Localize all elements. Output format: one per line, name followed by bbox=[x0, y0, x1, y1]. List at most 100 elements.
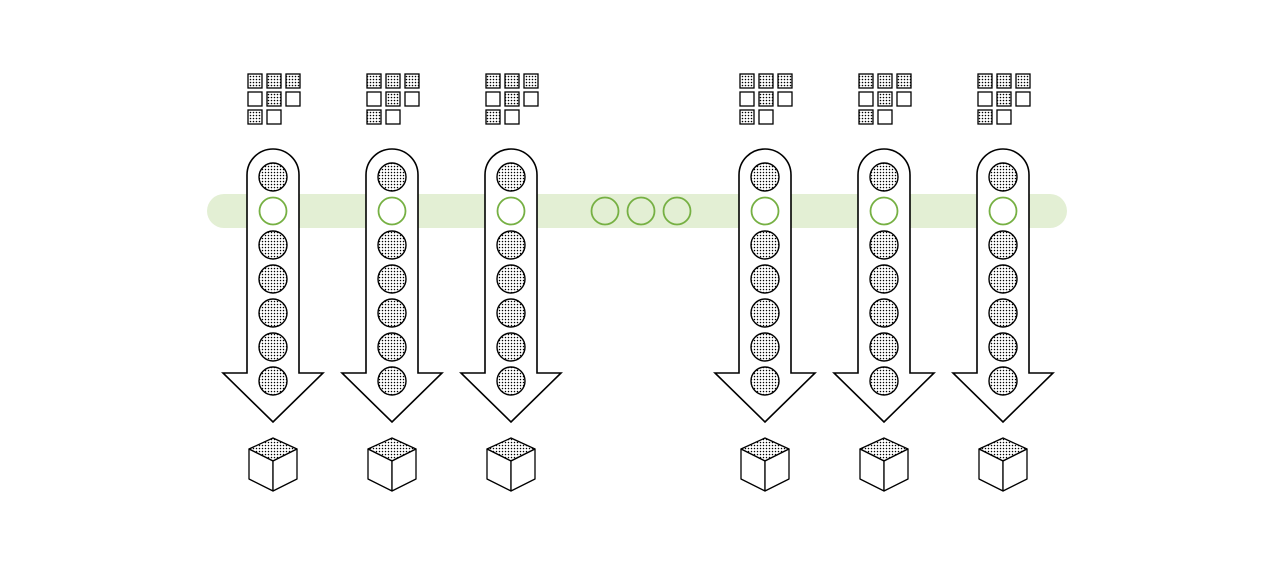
grid-cell-empty bbox=[385, 109, 401, 125]
circle-icon bbox=[496, 298, 526, 328]
cube-icon bbox=[859, 437, 909, 492]
grid-cell-filled bbox=[266, 73, 282, 89]
grid-cell-empty bbox=[777, 91, 793, 107]
grid-cell-filled bbox=[758, 91, 774, 107]
grid-cell-filled bbox=[858, 73, 874, 89]
circle-icon bbox=[258, 264, 288, 294]
grid-cell-empty bbox=[523, 91, 539, 107]
grid-cell-filled bbox=[366, 109, 382, 125]
grid-cell-filled bbox=[285, 73, 301, 89]
circle-icon bbox=[988, 162, 1018, 192]
circle-icon bbox=[377, 264, 407, 294]
grid-cell-filled bbox=[877, 91, 893, 107]
circle-icon bbox=[988, 332, 1018, 362]
columns-layer bbox=[221, 73, 1055, 492]
ellipsis-circle-icon bbox=[662, 196, 692, 226]
circle-icon bbox=[496, 366, 526, 396]
grid-cell-empty bbox=[1015, 91, 1031, 107]
grid-cell-filled bbox=[739, 109, 755, 125]
grid-cell-filled bbox=[485, 73, 501, 89]
grid-cell-filled bbox=[247, 73, 263, 89]
circle-icon bbox=[869, 298, 899, 328]
circle-icon bbox=[496, 264, 526, 294]
column-3 bbox=[459, 73, 563, 492]
highlight-band-layer bbox=[207, 194, 1067, 228]
circle-icon bbox=[750, 366, 780, 396]
circle-icon bbox=[258, 332, 288, 362]
grid-icon bbox=[247, 73, 301, 125]
grid-cell-filled bbox=[896, 73, 912, 89]
circle-icon bbox=[988, 230, 1018, 260]
grid-cell-filled bbox=[247, 109, 263, 125]
column-5 bbox=[832, 73, 936, 492]
cube-icon bbox=[367, 437, 417, 492]
circle-icon bbox=[258, 230, 288, 260]
circle-icon bbox=[377, 332, 407, 362]
grid-icon bbox=[485, 73, 539, 125]
circle-icon bbox=[750, 332, 780, 362]
ellipsis-circle-icon bbox=[590, 196, 620, 226]
grid-cell-empty bbox=[896, 91, 912, 107]
grid-cell-filled bbox=[977, 73, 993, 89]
grid-cell-empty bbox=[858, 91, 874, 107]
circle-icon bbox=[377, 162, 407, 192]
cube-right-face bbox=[272, 448, 298, 492]
grid-cell-filled bbox=[739, 73, 755, 89]
circle-icon bbox=[377, 230, 407, 260]
circle-icon bbox=[496, 332, 526, 362]
grid-cell-filled bbox=[504, 91, 520, 107]
cube-icon bbox=[248, 437, 298, 492]
circle-icon bbox=[496, 230, 526, 260]
circle-icon bbox=[869, 366, 899, 396]
grid-cell-empty bbox=[877, 109, 893, 125]
circle-icon bbox=[988, 298, 1018, 328]
grid-cell-filled bbox=[777, 73, 793, 89]
column-6 bbox=[951, 73, 1055, 492]
grid-cell-filled bbox=[758, 73, 774, 89]
grid-cell-filled bbox=[385, 91, 401, 107]
grid-cell-filled bbox=[996, 91, 1012, 107]
grid-cell-filled bbox=[504, 73, 520, 89]
cube-right-face bbox=[1002, 448, 1028, 492]
highlighted-circle-icon bbox=[496, 196, 526, 226]
highlighted-circle-icon bbox=[258, 196, 288, 226]
grid-cell-filled bbox=[1015, 73, 1031, 89]
grid-cell-filled bbox=[404, 73, 420, 89]
cube-right-face bbox=[510, 448, 536, 492]
circle-icon bbox=[496, 162, 526, 192]
circle-icon bbox=[869, 332, 899, 362]
grid-icon bbox=[977, 73, 1031, 125]
grid-cell-filled bbox=[977, 109, 993, 125]
grid-cell-empty bbox=[366, 91, 382, 107]
grid-cell-empty bbox=[739, 91, 755, 107]
grid-icon bbox=[858, 73, 912, 125]
circle-icon bbox=[258, 298, 288, 328]
column-1 bbox=[221, 73, 325, 492]
grid-cell-filled bbox=[858, 109, 874, 125]
grid-cell-filled bbox=[385, 73, 401, 89]
grid-cell-filled bbox=[485, 109, 501, 125]
grid-cell-empty bbox=[247, 91, 263, 107]
circle-icon bbox=[869, 230, 899, 260]
highlight-band bbox=[207, 194, 1067, 228]
circle-icon bbox=[377, 366, 407, 396]
circle-icon bbox=[258, 162, 288, 192]
grid-cell-empty bbox=[996, 109, 1012, 125]
grid-icon bbox=[739, 73, 793, 125]
circle-icon bbox=[377, 298, 407, 328]
circle-icon bbox=[869, 162, 899, 192]
circle-icon bbox=[750, 162, 780, 192]
grid-cell-filled bbox=[996, 73, 1012, 89]
highlighted-circle-icon bbox=[988, 196, 1018, 226]
grid-cell-empty bbox=[977, 91, 993, 107]
cube-icon bbox=[978, 437, 1028, 492]
ellipsis-circle-icon bbox=[626, 196, 656, 226]
circle-icon bbox=[869, 264, 899, 294]
highlighted-circle-icon bbox=[750, 196, 780, 226]
cube-right-face bbox=[764, 448, 790, 492]
column-2 bbox=[340, 73, 444, 492]
grid-cell-empty bbox=[285, 91, 301, 107]
grid-cell-filled bbox=[877, 73, 893, 89]
circle-icon bbox=[750, 230, 780, 260]
